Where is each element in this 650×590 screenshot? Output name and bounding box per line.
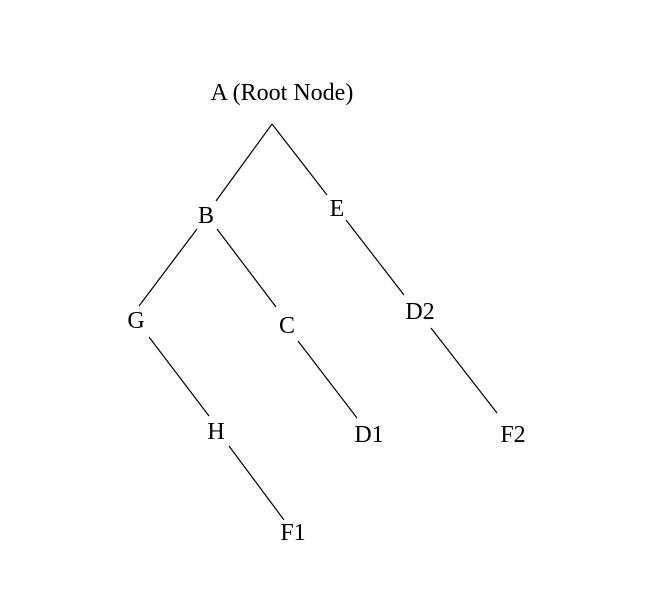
node-g: G bbox=[127, 308, 145, 334]
edge-B-C bbox=[216, 228, 277, 308]
edge-A-E bbox=[271, 123, 328, 196]
edge-C-D1 bbox=[297, 340, 358, 419]
node-d2: D2 bbox=[405, 299, 435, 325]
node-e: E bbox=[329, 196, 345, 222]
edge-H-F1 bbox=[228, 445, 285, 521]
edge-D2-F2 bbox=[430, 327, 498, 414]
node-d1: D1 bbox=[354, 422, 384, 448]
edge-B-G bbox=[138, 228, 198, 307]
edge-E-D2 bbox=[345, 219, 405, 296]
node-f1: F1 bbox=[280, 520, 306, 546]
node-a-root: A (Root Node) bbox=[210, 80, 354, 106]
node-b: B bbox=[197, 203, 215, 229]
node-f2: F2 bbox=[500, 422, 526, 448]
edge-G-H bbox=[148, 336, 210, 417]
node-c: C bbox=[278, 313, 296, 339]
edge-A-B bbox=[215, 123, 273, 202]
node-h: H bbox=[207, 419, 225, 445]
